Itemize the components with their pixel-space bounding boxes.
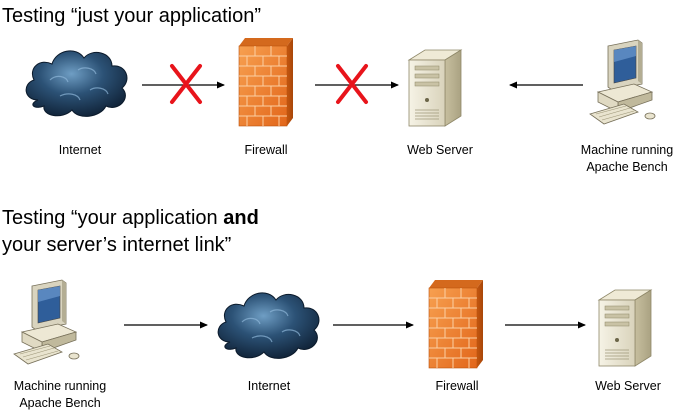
section2-internet-label: Internet <box>247 379 291 393</box>
section2-client-label: Machine running Apache Bench <box>0 378 120 412</box>
section1-client-label-line2: Apache Bench <box>586 160 668 174</box>
section2-title-line2: your server’s internet link” <box>2 234 232 256</box>
section1-title: Testing “just your application” <box>2 5 262 27</box>
x-mark-icon <box>336 64 368 104</box>
section2-client-label-line1: Machine running <box>13 379 107 393</box>
section2-webserver-label: Web Server <box>595 379 661 393</box>
section2-firewall-label: Firewall <box>435 379 479 393</box>
cloud-icon <box>217 292 320 360</box>
section2-title-line1: Testing “your application and <box>2 205 259 232</box>
section2-title: Testing “your application and your serve… <box>2 205 259 259</box>
section1-webserver-label: Web Server <box>407 143 473 157</box>
section1-internet-label: Internet <box>58 143 102 157</box>
section2-title-part1: Testing “your application <box>2 207 224 229</box>
section2-client-label-line2: Apache Bench <box>19 396 101 410</box>
firewall-icon <box>428 279 484 369</box>
section1-firewall-label: Firewall <box>244 143 288 157</box>
section2-title-bold: and <box>223 207 259 229</box>
server-icon <box>598 289 652 367</box>
x-mark-icon <box>170 64 202 104</box>
section1-client-label: Machine running Apache Bench <box>572 142 682 176</box>
section1-client-label-line1: Machine running <box>580 143 674 157</box>
